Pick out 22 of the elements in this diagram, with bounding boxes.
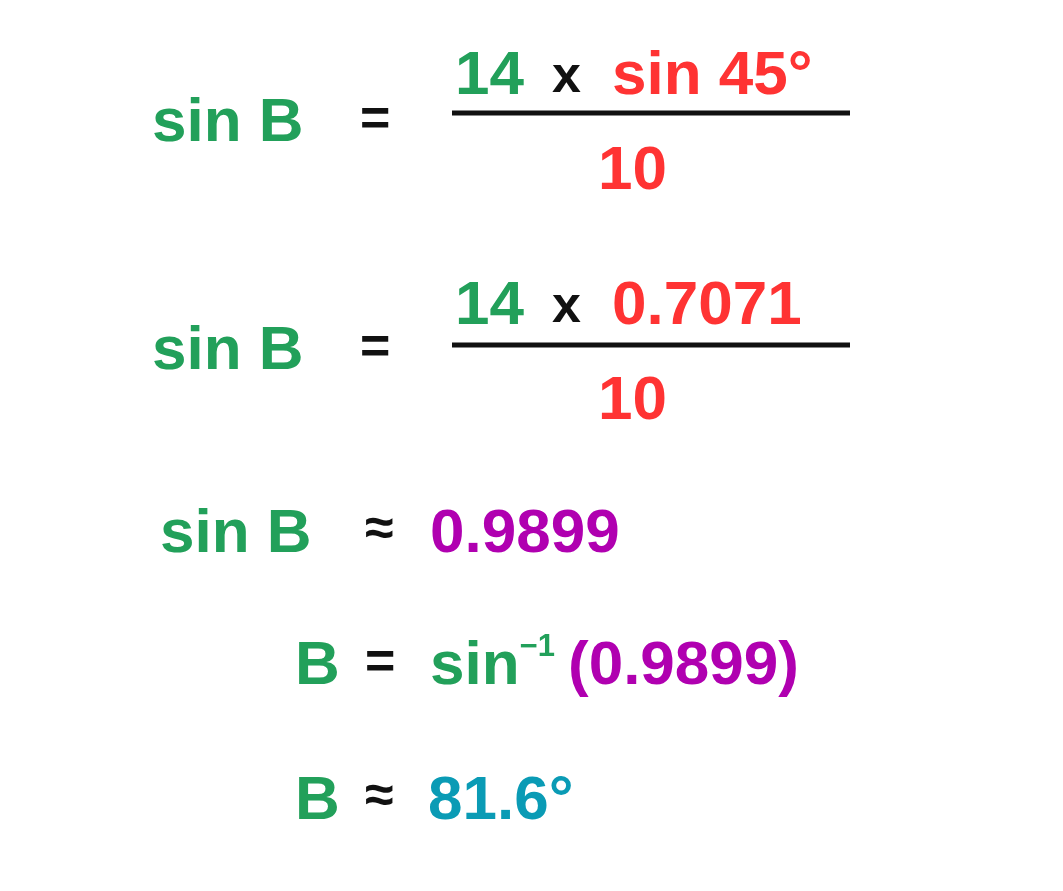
equals-sign: = [360,90,391,143]
value: (0.9899) [568,632,799,695]
approx-sign: ≈ [365,500,394,553]
numerator-term: 14 [455,42,524,105]
math-term: sin B [152,317,304,380]
equals-sign: = [360,318,391,371]
numerator-term: 14 [455,272,524,335]
multiplication-sign: x [552,47,581,100]
denominator: 10 [598,137,667,200]
math-term: B [295,632,340,695]
denominator: 10 [598,367,667,430]
math-term: B [295,767,340,830]
math-term: sin B [160,500,312,563]
value: 0.9899 [430,500,620,563]
angle-value: 81.6° [428,767,574,830]
numerator-term: 0.7071 [612,272,802,335]
approx-sign: ≈ [365,767,394,820]
math-term: sin B [152,89,304,152]
inverse-sine: sin$^{−1}$ [430,632,555,695]
multiplication-sign: x [552,277,581,330]
numerator-term: sin 45° [612,42,813,105]
equals-sign: = [365,633,396,686]
